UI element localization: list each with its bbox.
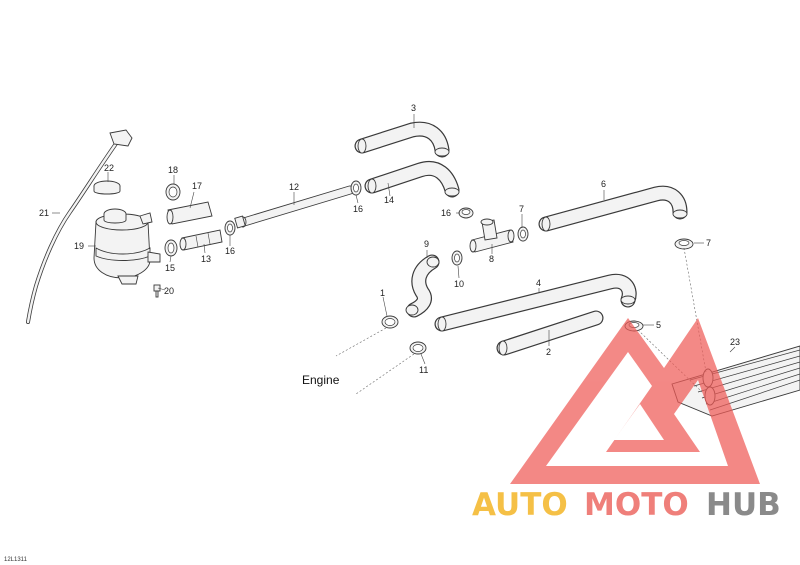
callout-22: 22 bbox=[104, 163, 114, 173]
clamp-1 bbox=[381, 315, 399, 329]
clamp-7-upper bbox=[517, 226, 529, 242]
watermark-auto: AUTO bbox=[472, 487, 568, 523]
callout-23: 23 bbox=[730, 337, 740, 347]
clamp-11 bbox=[409, 341, 427, 355]
callout-7-lower: 7 bbox=[706, 238, 711, 248]
callout-12: 12 bbox=[289, 182, 299, 192]
callout-19: 19 bbox=[74, 241, 84, 251]
watermark-moto: MOTO bbox=[584, 487, 689, 523]
callout-3: 3 bbox=[411, 103, 416, 113]
callout-17: 17 bbox=[192, 181, 202, 191]
callout-4: 4 bbox=[536, 278, 541, 288]
watermark-logo bbox=[510, 318, 760, 484]
drawing-reference: 12L1311 bbox=[4, 557, 28, 563]
sleeve-17 bbox=[166, 201, 213, 225]
clamp-7-lower bbox=[674, 238, 694, 250]
hose-9 bbox=[405, 254, 440, 318]
callout-16-right: 16 bbox=[441, 208, 451, 218]
callout-6: 6 bbox=[601, 179, 606, 189]
clamp-10 bbox=[451, 250, 463, 266]
callout-16-mid: 16 bbox=[353, 204, 363, 214]
callout-18: 18 bbox=[168, 165, 178, 175]
callout-20: 20 bbox=[164, 286, 174, 296]
clamp-16-mid bbox=[350, 180, 362, 196]
hose-2 bbox=[496, 310, 604, 356]
hose-4 bbox=[434, 273, 637, 332]
clamp-18 bbox=[165, 183, 181, 201]
callout-5: 5 bbox=[656, 320, 661, 330]
engine-label: Engine bbox=[302, 373, 340, 387]
overflow-hose-21 bbox=[26, 129, 133, 324]
callout-2: 2 bbox=[546, 347, 551, 357]
pipe-12 bbox=[234, 185, 355, 229]
callouts: 1 2 3 4 5 6 7 7 8 9 10 11 12 13 14 15 16… bbox=[39, 103, 740, 375]
callout-9: 9 bbox=[424, 239, 429, 249]
clamp-16-left bbox=[224, 220, 236, 236]
clamp-15 bbox=[164, 239, 178, 257]
callout-7-upper: 7 bbox=[519, 204, 524, 214]
callout-13: 13 bbox=[201, 254, 211, 264]
callout-14: 14 bbox=[384, 195, 394, 205]
hose-14 bbox=[364, 161, 460, 198]
hose-6 bbox=[538, 185, 688, 232]
screw-20 bbox=[153, 284, 161, 298]
watermark-hub: HUB bbox=[706, 487, 781, 523]
fitting-13 bbox=[179, 229, 223, 251]
callout-15: 15 bbox=[165, 263, 175, 273]
callout-21: 21 bbox=[39, 208, 49, 218]
callout-11: 11 bbox=[419, 365, 428, 375]
leader-lines bbox=[52, 114, 736, 365]
callout-8: 8 bbox=[489, 254, 494, 264]
callout-10: 10 bbox=[454, 279, 464, 289]
watermark-text: AUTO MOTO HUB bbox=[472, 487, 781, 523]
watermark-triangle-icon bbox=[510, 318, 760, 484]
hose-3 bbox=[354, 121, 450, 158]
callout-1: 1 bbox=[380, 288, 385, 298]
callout-16-left: 16 bbox=[225, 246, 235, 256]
coolant-reservoir-19 bbox=[93, 208, 161, 285]
clamp-16-right bbox=[458, 207, 474, 219]
cap-22 bbox=[93, 180, 121, 195]
t-fitting-8 bbox=[469, 218, 515, 253]
